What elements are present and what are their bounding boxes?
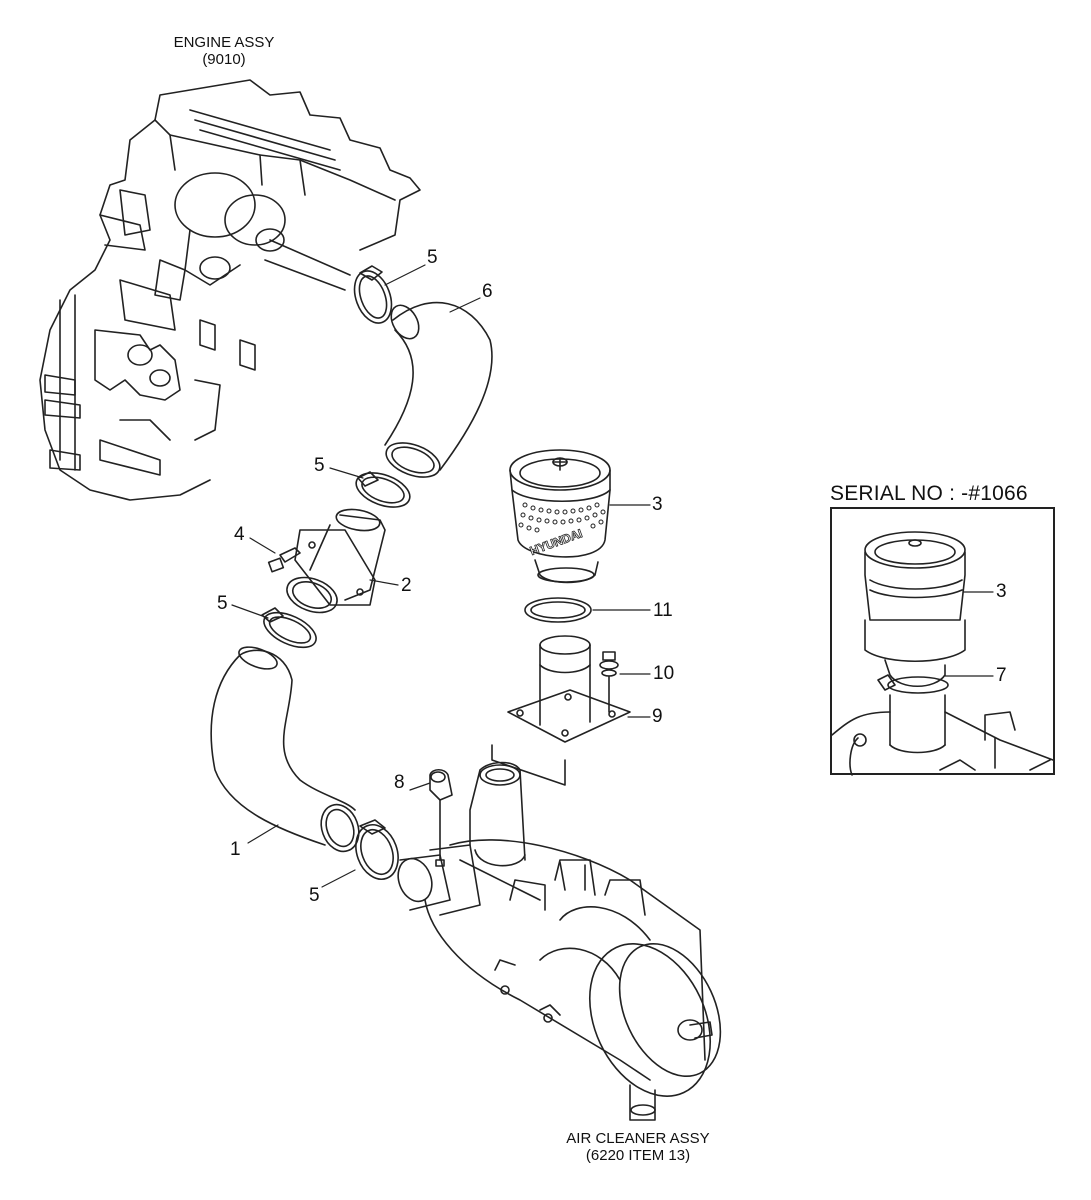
callout-2: 2: [401, 575, 412, 596]
serial-inset-frame: [830, 507, 1055, 775]
bolt-4: [267, 547, 301, 573]
inset-leader-lines: [944, 591, 994, 677]
hyundai-brand-text: HYUNDAI: [528, 526, 584, 558]
hose-clamp-mid: [355, 471, 411, 508]
seal-ring-11: [524, 597, 592, 623]
hose-clamp-upper: [353, 265, 393, 324]
callout-4: 4: [234, 524, 245, 545]
air-cleaner-body: [397, 761, 722, 1121]
callout-5-upper: 5: [427, 247, 438, 268]
hose-6: [384, 301, 493, 478]
callout-5-mid: 5: [314, 455, 325, 476]
callout-6: 6: [482, 281, 493, 302]
callout-3: 3: [652, 494, 663, 515]
hose-1: [210, 646, 360, 853]
bolt-10: [599, 651, 619, 713]
mounting-plate-9: [491, 635, 631, 786]
inset-callout-7: 7: [996, 665, 1007, 686]
leader-lines: [231, 264, 651, 888]
hose-clamp-bottom: [355, 819, 399, 880]
inset-callout-3: 3: [996, 581, 1007, 602]
callout-1: 1: [230, 839, 241, 860]
engine-assembly: [39, 79, 421, 501]
callout-5-lower: 5: [217, 593, 228, 614]
callout-10: 10: [653, 663, 675, 684]
callout-9: 9: [652, 706, 663, 727]
mesh-holes: [518, 502, 606, 533]
callout-8: 8: [394, 772, 405, 793]
callout-5-bottom: 5: [309, 885, 320, 906]
hose-clamp-lower-upper: [261, 607, 317, 649]
serial-number-label: SERIAL NO : -#1066: [830, 482, 1028, 505]
adapter-2: [286, 508, 386, 614]
inset-drawing: [831, 531, 1054, 776]
air-cleaner-assy-title: AIR CLEANER ASSY (6220 ITEM 13): [566, 1130, 710, 1164]
callout-11: 11: [653, 600, 673, 621]
pre-cleaner-3: HYUNDAI: [509, 449, 611, 584]
wing-nut-8: [429, 768, 453, 867]
engine-assy-title: ENGINE ASSY (9010): [173, 34, 275, 68]
